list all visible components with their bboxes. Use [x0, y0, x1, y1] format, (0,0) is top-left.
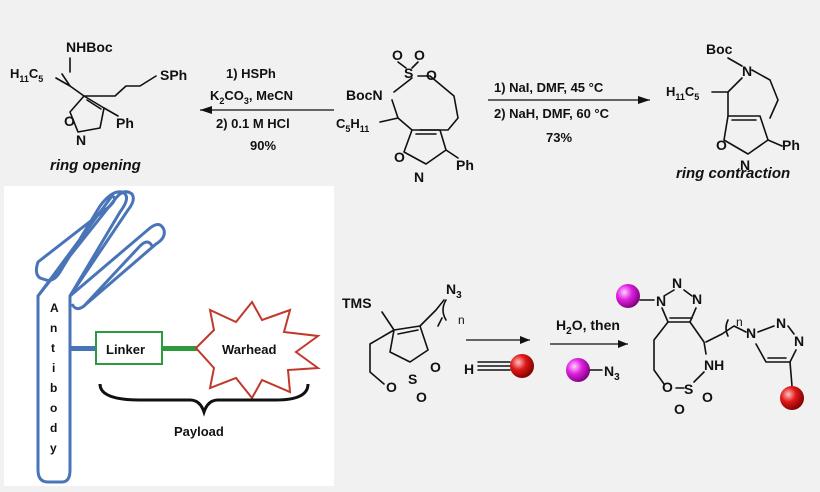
center-reactant: O O S O BocN C5H11 O N Ph [336, 47, 474, 185]
center-ring-bonds [391, 61, 459, 131]
product-o-dbl2: O [702, 389, 713, 405]
center-s: S [404, 65, 413, 81]
bottom-reactant: TMS N3 n O S O O H [342, 281, 534, 405]
reactant-o-dbl2: O [416, 389, 427, 405]
svg-text:d: d [50, 421, 57, 435]
ring-opening-caption: ring opening [50, 157, 141, 174]
product-n2: N [672, 275, 682, 291]
magenta-sphere-product [616, 284, 640, 308]
product-triazole-2 [755, 325, 797, 363]
right-ring-n: N [740, 157, 750, 173]
cond-left-line1: 1) HSPh [226, 66, 276, 81]
nhboc-label: NHBoc [66, 39, 113, 55]
product-triazole-1 [661, 289, 697, 323]
payload-brace [98, 383, 310, 417]
n-subscript-product: n [736, 315, 743, 329]
cond-right-yield: 73% [546, 130, 572, 145]
warhead-star [194, 300, 321, 400]
antibody-letters: A n t i b o d y [50, 301, 59, 455]
svg-text:n: n [50, 321, 57, 335]
azide-label: N3 [604, 363, 620, 383]
product-n1: N [656, 293, 666, 309]
center-o-top2: O [414, 47, 425, 63]
tms-label: TMS [342, 295, 372, 311]
sph-label: SPh [160, 67, 187, 83]
center-ph: Ph [456, 157, 474, 173]
right-isoxazole [723, 115, 769, 155]
bottom-product: N N N O S NH O O n N N N [616, 275, 804, 417]
ring-contraction-caption: ring contraction [676, 165, 790, 182]
right-c5h11: H11C5 [666, 84, 699, 102]
svg-text:A: A [50, 301, 59, 315]
svg-text:i: i [52, 361, 55, 375]
cond-left-line2: K2CO3, MeCN [210, 88, 293, 106]
center-bocn: BocN [346, 87, 383, 103]
payload-label: Payload [174, 424, 224, 439]
bottom-reactant-bonds [381, 299, 447, 363]
red-sphere-product [780, 386, 804, 410]
c5h11-label-left: H11C5 [10, 66, 43, 84]
product-n3: N [692, 291, 702, 307]
right-ph: Ph [782, 137, 800, 153]
isoxazole-ring-left [69, 95, 105, 133]
left-conditions: 1) HSPh K2CO3, MeCN 2) 0.1 M HCl 90% [200, 66, 334, 153]
ph-label-left: Ph [116, 115, 134, 131]
bottom-conditions: H2O, then N3 [466, 317, 628, 383]
right-boc: Boc [706, 41, 733, 57]
right-n: N [742, 63, 752, 79]
right-conditions: 1) NaI, DMF, 45 °C 2) NaH, DMF, 60 °C 73… [488, 80, 650, 145]
center-c5h11: C5H11 [336, 116, 369, 134]
water-then-label: H2O, then [556, 317, 620, 337]
red-sphere-reactant [510, 354, 534, 378]
isoxazole-double-bond [86, 99, 102, 110]
reactant-o-dbl1: O [430, 359, 441, 375]
n3-label: N3 [446, 281, 462, 301]
linker-label: Linker [106, 342, 145, 357]
cond-left-yield: 90% [250, 138, 276, 153]
cond-right-line1: 1) NaI, DMF, 45 °C [494, 80, 604, 95]
antibody-outline [34, 190, 128, 484]
center-ring-n: N [414, 169, 424, 185]
ring-opening-product: NHBoc H11C5 SPh O N Ph ring opening [10, 39, 187, 174]
chain-bonds [55, 57, 157, 97]
center-isoxazole [403, 129, 447, 165]
cond-right-line2: 2) NaH, DMF, 60 °C [494, 106, 610, 121]
ring-contraction-product: Boc N H11C5 O N Ph ring contraction [666, 41, 800, 182]
product-o: O [662, 379, 673, 395]
reactant-s: S [408, 371, 417, 387]
product-s: S [684, 381, 693, 397]
linker-warhead-connector [162, 346, 198, 351]
product-nh: NH [704, 357, 724, 373]
alkyne-triple-bond [477, 361, 511, 371]
svg-text:b: b [50, 381, 57, 395]
ring-o-left: O [64, 113, 75, 129]
product-tri-n3: N [794, 333, 804, 349]
warhead-label: Warhead [222, 342, 276, 357]
center-o-top1: O [392, 47, 403, 63]
cond-left-line3: 2) 0.1 M HCl [216, 116, 290, 131]
product-o-dbl1: O [674, 401, 685, 417]
right-piperidine-bonds [711, 57, 779, 119]
svg-text:t: t [51, 341, 55, 355]
svg-text:o: o [50, 401, 57, 415]
product-tri-n1: N [746, 325, 756, 341]
ring-n-left: N [76, 132, 86, 148]
antibody-linker-connector [70, 346, 96, 351]
magenta-sphere-conditions [566, 358, 590, 382]
product-chain [705, 325, 747, 343]
antibody-arm [69, 223, 166, 311]
product-tri-n2: N [776, 315, 786, 331]
reactant-o: O [386, 379, 397, 395]
adc-diagram: A n t i b o d y Linker Warhead Payload [4, 186, 334, 486]
n-subscript-reactant: n [458, 313, 465, 327]
center-ring-o: O [394, 149, 405, 165]
right-ring-o: O [716, 137, 727, 153]
svg-text:y: y [50, 441, 57, 455]
alkyne-h: H [464, 361, 474, 377]
product-8ring-bonds [653, 321, 707, 385]
center-o-ring: O [426, 67, 437, 83]
